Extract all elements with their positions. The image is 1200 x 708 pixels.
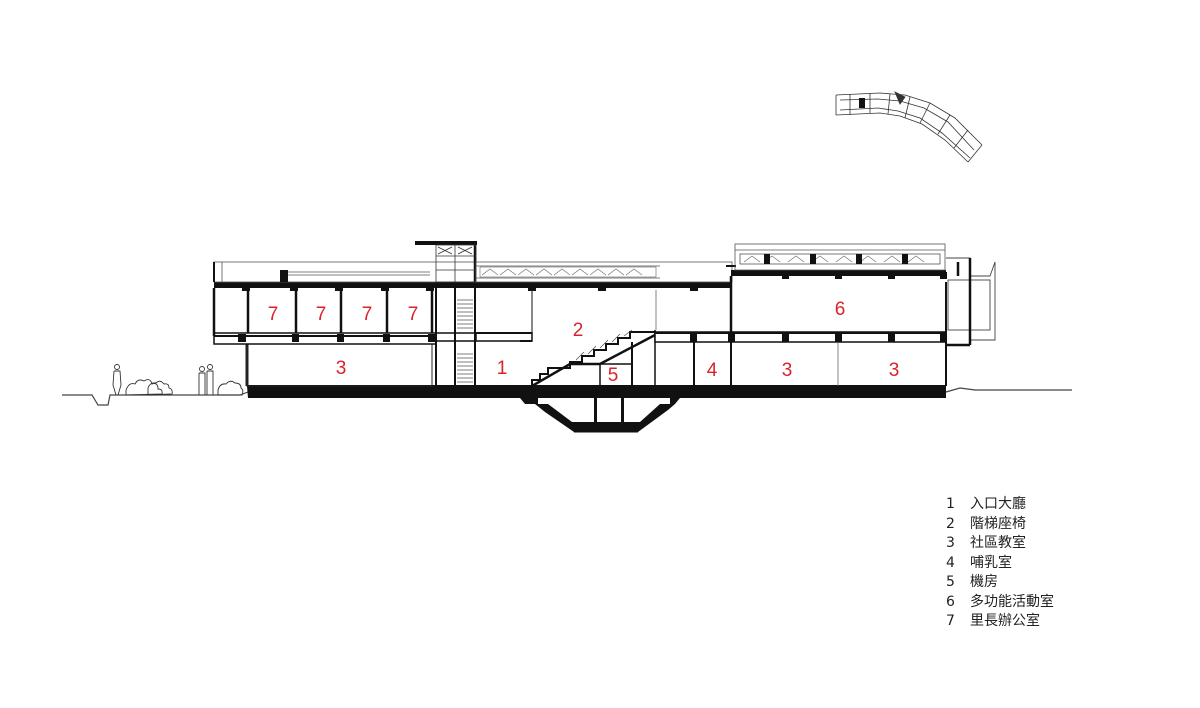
legend-number: 4	[946, 554, 955, 571]
building-section	[212, 241, 996, 433]
legend-number: 5	[946, 574, 955, 590]
room-number-4: 4	[707, 360, 718, 381]
room-number-7: 7	[268, 304, 279, 325]
room-number-3: 3	[782, 360, 793, 381]
legend-label: 里長辦公室	[970, 613, 1040, 629]
stepped-seating	[531, 331, 655, 386]
legend-number: 1	[946, 496, 955, 512]
legend-item: 2 階梯座椅	[944, 515, 1144, 535]
legend-label: 入口大廳	[970, 496, 1026, 512]
room-number-6: 6	[835, 299, 846, 320]
legend-label: 社區教室	[970, 535, 1026, 551]
room-number-7: 7	[362, 304, 373, 325]
foundation-slab	[247, 386, 946, 432]
room-number-7: 7	[408, 304, 419, 325]
legend-item: 3 社區教室	[944, 534, 1144, 554]
legend-number: 7	[946, 613, 955, 629]
room-number-3: 3	[889, 360, 900, 381]
legend-number: 2	[946, 515, 955, 532]
legend-item: 1 入口大廳	[944, 495, 1144, 515]
legend-item: 4 哺乳室	[944, 554, 1144, 574]
legend-number: 6	[946, 593, 955, 610]
room-number-5: 5	[608, 365, 619, 386]
key-plan	[835, 91, 983, 163]
legend: 1 入口大廳 2 階梯座椅 3 社區教室 4 哺乳室 5 機房 6 多功能活動室 7 里長辦公…	[944, 495, 1144, 632]
room-numbers: 7 7 7 7 2 6 3 1 5 4 3 3	[268, 299, 900, 386]
people-and-shrubs	[112, 364, 244, 396]
legend-item: 5 機房	[944, 573, 1144, 593]
room-number-3: 3	[336, 358, 347, 379]
legend-label: 階梯座椅	[970, 515, 1026, 532]
key-plan-marker	[859, 98, 865, 108]
room-number-1: 1	[497, 358, 508, 379]
room-number-7: 7	[316, 304, 327, 325]
legend-label: 機房	[970, 574, 998, 590]
legend-number: 3	[946, 535, 955, 551]
legend-item: 6 多功能活動室	[944, 593, 1144, 613]
legend-label: 哺乳室	[970, 554, 1012, 571]
legend-item: 7 里長辦公室	[944, 612, 1144, 632]
room-number-2: 2	[573, 320, 584, 341]
legend-label: 多功能活動室	[970, 593, 1054, 610]
